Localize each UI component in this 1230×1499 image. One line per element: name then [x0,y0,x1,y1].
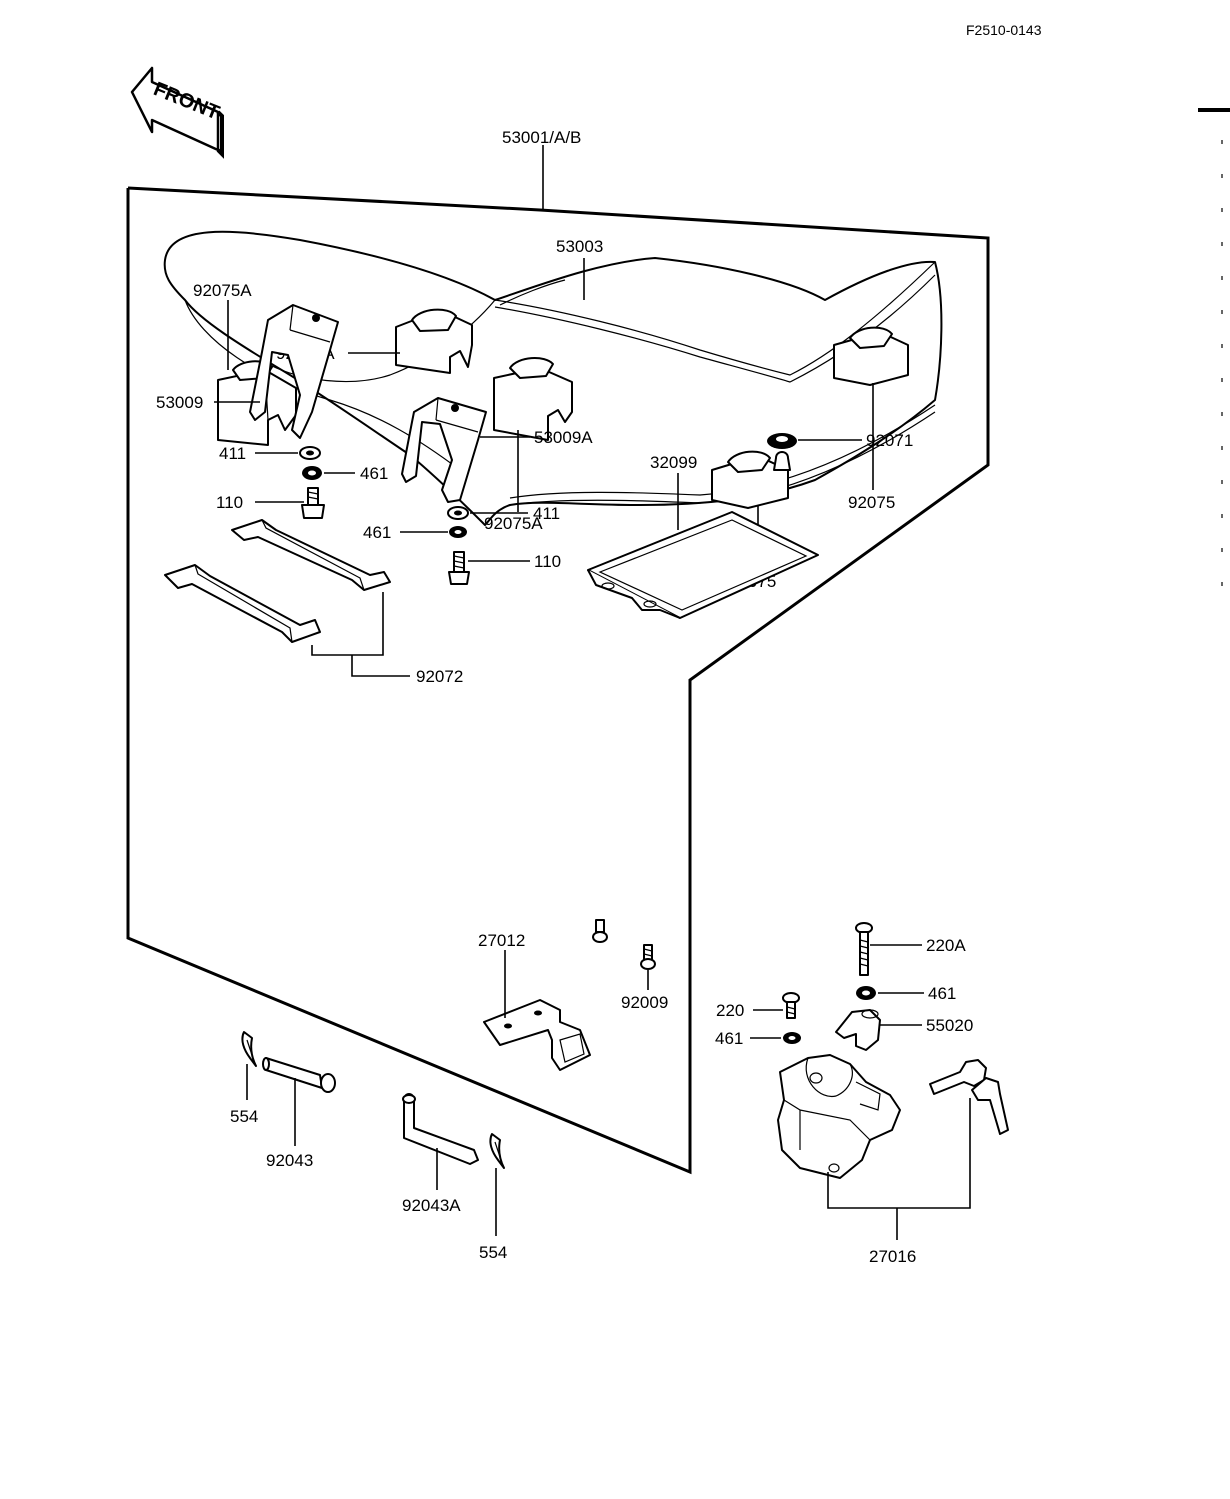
cotter-pin-icon [241,1031,257,1067]
page-edge-marks [1198,108,1230,600]
washer-icon [447,506,469,520]
cotter-pin-icon [489,1133,505,1169]
label-washer-411-left: 411 [219,444,246,463]
damper-icon [833,326,909,386]
label-lock-assembly: 27016 [869,1247,916,1266]
label-screw-220: 220 [716,1001,744,1020]
damper-icon [711,450,789,509]
label-washer-461-left: 461 [360,464,388,483]
screw-icon [782,992,800,1019]
label-tray-screw: 92009 [621,993,668,1012]
strap-icon [164,519,391,643]
screw-icon [640,944,656,970]
label-washer-461-lock-bottom: 461 [715,1029,743,1048]
label-bracket: 27012 [478,931,525,950]
label-washer-461-right: 461 [363,523,391,542]
lock-washer-icon [449,526,467,538]
bolt-icon [301,487,325,519]
assembly-outline [126,186,990,1175]
screw-icon [592,919,608,943]
label-cotter-pin-right: 554 [479,1243,507,1262]
label-pin-a: 92043A [402,1196,461,1215]
label-screw-220a: 220A [926,936,966,955]
hinge-bracket-icon [401,397,487,503]
label-seat-cover: 53003 [556,237,603,256]
label-bolt-110-right: 110 [534,552,561,571]
label-cotter-pin-left: 554 [230,1107,258,1126]
damper-icon [493,357,573,441]
label-tray: 32099 [650,453,697,472]
pin-icon [402,1093,479,1165]
bracket-icon [483,999,591,1071]
label-hinge-bracket: 53009 [156,393,203,412]
lock-washer-icon [783,1032,801,1044]
bolt-icon [448,551,470,585]
grommet-icon [767,433,797,471]
label-grommet: 92071 [866,431,913,450]
label-damper-a-3: 92075A [484,514,543,533]
label-bolt-110-left: 110 [216,493,243,512]
lock-washer-icon [856,986,876,1000]
label-hook: 55020 [926,1016,973,1035]
label-strap: 92072 [416,667,463,686]
seat-lock-icon [777,1054,901,1179]
pin-icon [262,1057,336,1093]
damper-icon [395,308,473,374]
front-arrow-icon: FRONT [130,66,224,159]
hook-icon [835,1009,881,1051]
hinge-bracket-icon [249,304,339,439]
label-damper-2: 92075 [848,493,895,512]
drawing-code: F2510-0143 [966,22,1042,38]
label-damper-a-1: 92075A [193,281,252,300]
tray-icon [587,511,819,619]
label-washer-461-lock-top: 461 [928,984,956,1003]
key-icon [929,1059,1009,1135]
label-washer-411-right: 411 [533,504,560,523]
lock-washer-icon [302,466,322,480]
screw-icon [855,922,873,976]
label-pin: 92043 [266,1151,313,1170]
label-hinge-bracket-a: 53009A [534,428,593,447]
washer-icon [299,446,321,460]
label-seat-assembly: 53001/A/B [502,128,581,147]
